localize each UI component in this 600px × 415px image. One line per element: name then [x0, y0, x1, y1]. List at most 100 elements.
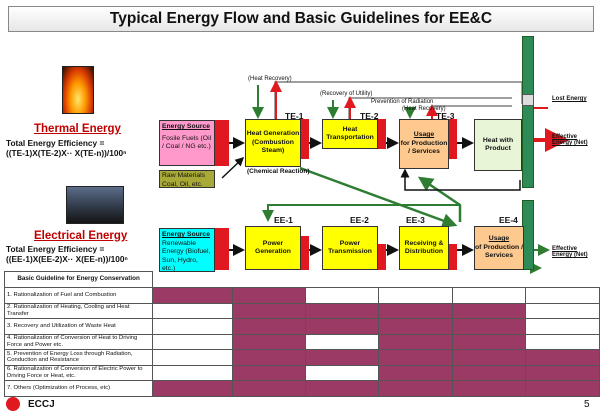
electrical-formula-line2: ((EE-1)X(EE-2)X·· X(EE-n))/100ⁿ	[6, 254, 128, 264]
ee2-label: EE-2	[350, 215, 369, 225]
guideline-header: Basic Guideline for Energy Conservation	[3, 271, 154, 288]
thermal-output-bar	[522, 36, 534, 188]
guideline-empty-cell	[525, 287, 600, 304]
electrical-source-loss	[215, 228, 229, 270]
guideline-mark	[231, 349, 307, 366]
power-plant-image	[66, 186, 124, 224]
guideline-row: 6. Rationalization of Conversion of Elec…	[3, 364, 600, 381]
guideline-row: 5. Prevention of Energy Loss through Rad…	[3, 349, 600, 366]
chemical-reaction-label: (Chemical Reaction)	[247, 168, 310, 175]
guideline-mark	[231, 380, 307, 397]
guideline-label: 4. Rationalization of Conversion of Heat…	[3, 333, 154, 350]
guideline-mark	[451, 349, 527, 366]
thermal-usage-title: Usage	[413, 131, 435, 139]
guideline-empty-cell	[304, 333, 380, 350]
thermal-formula-line2: ((TE-1)X(TE-2)X·· X(TE-n))/100ⁿ	[6, 148, 127, 158]
guideline-label: 5. Prevention of Energy Loss through Rad…	[3, 349, 154, 366]
electrical-source-title: Energy Source	[162, 231, 210, 238]
guideline-mark	[525, 364, 600, 381]
heat-transportation-loss	[378, 119, 386, 149]
page-number: 5	[584, 399, 590, 410]
guideline-mark	[152, 380, 233, 397]
guideline-mark	[231, 302, 307, 319]
heat-recovery-2-label: (Heat Recovery)	[402, 106, 446, 112]
guideline-mark	[231, 287, 307, 304]
guideline-mark	[525, 380, 600, 397]
ee1-label: EE-1	[274, 215, 293, 225]
electrical-formula: Total Energy Efficiency = ((EE-1)X(EE-2)…	[6, 244, 156, 264]
guideline-mark	[231, 318, 307, 335]
guideline-mark	[525, 349, 600, 366]
guideline-mark	[378, 364, 453, 381]
guideline-mark	[304, 302, 380, 319]
guideline-mark	[378, 380, 453, 397]
electrical-usage-title: Usage	[488, 235, 510, 243]
electrical-source-body: Renewable Energy (Biofuel, Sun, Hydro, e…	[162, 239, 211, 273]
guideline-mark	[451, 302, 527, 319]
thermal-formula: Total Energy Efficiency = ((TE-1)X(TE-2)…	[6, 138, 156, 158]
guideline-empty-cell	[525, 333, 600, 350]
guideline-empty-cell	[152, 318, 233, 335]
power-transmission-loss	[378, 244, 386, 270]
page-title: Typical Energy Flow and Basic Guidelines…	[8, 6, 594, 32]
guideline-mark	[152, 287, 233, 304]
flame-image	[62, 66, 94, 114]
recovery-utility-label: (Recovery of Utility)	[320, 91, 373, 97]
guideline-empty-cell	[152, 349, 233, 366]
guideline-mark	[378, 349, 453, 366]
guideline-row: 3. Recovery and Utilization of Waste Hea…	[3, 318, 600, 335]
guideline-label: 7. Others (Optimization of Process, etc)	[3, 380, 154, 397]
guideline-mark	[231, 333, 307, 350]
thermal-source-body: Fosile Fuels (Oil / Coal / NG etc.)	[162, 134, 212, 151]
guideline-empty-cell	[152, 302, 233, 319]
electrical-usage-body: of Production / Services	[475, 243, 523, 260]
thermal-energy-header: Thermal Energy	[34, 123, 121, 135]
te2-label: TE-2	[360, 111, 379, 121]
te3-label: TE-3	[436, 111, 455, 121]
thermal-source-title: Energy Source	[162, 123, 210, 130]
guideline-mark	[451, 380, 527, 397]
guideline-empty-cell	[304, 364, 380, 381]
guideline-mark	[451, 333, 527, 350]
guideline-label: 2. Rationalization of Heating, Cooling a…	[3, 302, 154, 319]
guideline-empty-cell	[451, 287, 527, 304]
guideline-mark	[451, 318, 527, 335]
thermal-formula-line1: Total Energy Efficiency =	[6, 138, 105, 148]
guideline-mark	[451, 364, 527, 381]
lost-energy-valve	[522, 94, 534, 106]
electrical-energy-source: Energy Source Renewable Energy (Biofuel,…	[159, 228, 215, 272]
te1-label: TE-1	[285, 111, 304, 121]
guideline-mark	[304, 318, 380, 335]
ee3-label: EE-3	[406, 215, 425, 225]
guideline-label: 1. Rationalization of Fuel and Combustio…	[3, 287, 154, 304]
thermal-usage-box: Usage for Production / Services	[399, 119, 449, 169]
power-transmission-box: Power Transmission	[322, 226, 378, 270]
guideline-mark	[378, 318, 453, 335]
guideline-header-row: Basic Guideline for Energy Conservation	[3, 271, 600, 288]
electrical-usage-box: Usage of Production / Services	[474, 226, 524, 270]
thermal-usage-body: for Production / Services	[400, 139, 448, 156]
raw-materials-box: Raw Materials Coal, Oil, etc.	[159, 170, 215, 188]
ee4-label: EE-4	[499, 215, 518, 225]
guideline-empty-cell	[525, 318, 600, 335]
heat-generation-loss	[301, 119, 309, 159]
guideline-empty-cell	[152, 364, 233, 381]
guideline-row: 4. Rationalization of Conversion of Heat…	[3, 333, 600, 350]
guideline-mark	[304, 349, 380, 366]
thermal-effective-energy-label: Effective Energy (Net)	[552, 134, 588, 146]
heat-generation-box: Heat Generation (Combustion Steam)	[245, 119, 301, 167]
electrical-formula-line1: Total Energy Efficiency =	[6, 244, 105, 254]
guideline-mark	[231, 364, 307, 381]
receiving-loss	[449, 244, 457, 270]
electrical-effective-energy-label: Effective Energy (Net)	[552, 246, 588, 258]
guideline-empty-cell	[304, 287, 380, 304]
thermal-energy-source: Energy Source Fosile Fuels (Oil / Coal /…	[159, 120, 215, 166]
heat-product-box: Heat with Product	[474, 119, 522, 171]
guideline-empty-cell	[152, 333, 233, 350]
guideline-mark	[378, 302, 453, 319]
heat-recovery-1-label: (Heat Recovery)	[248, 76, 292, 82]
power-generation-box: Power Generation	[245, 226, 301, 270]
eccj-logo-icon	[6, 397, 20, 411]
guideline-label: 3. Recovery and Utilization of Waste Hea…	[3, 318, 154, 335]
